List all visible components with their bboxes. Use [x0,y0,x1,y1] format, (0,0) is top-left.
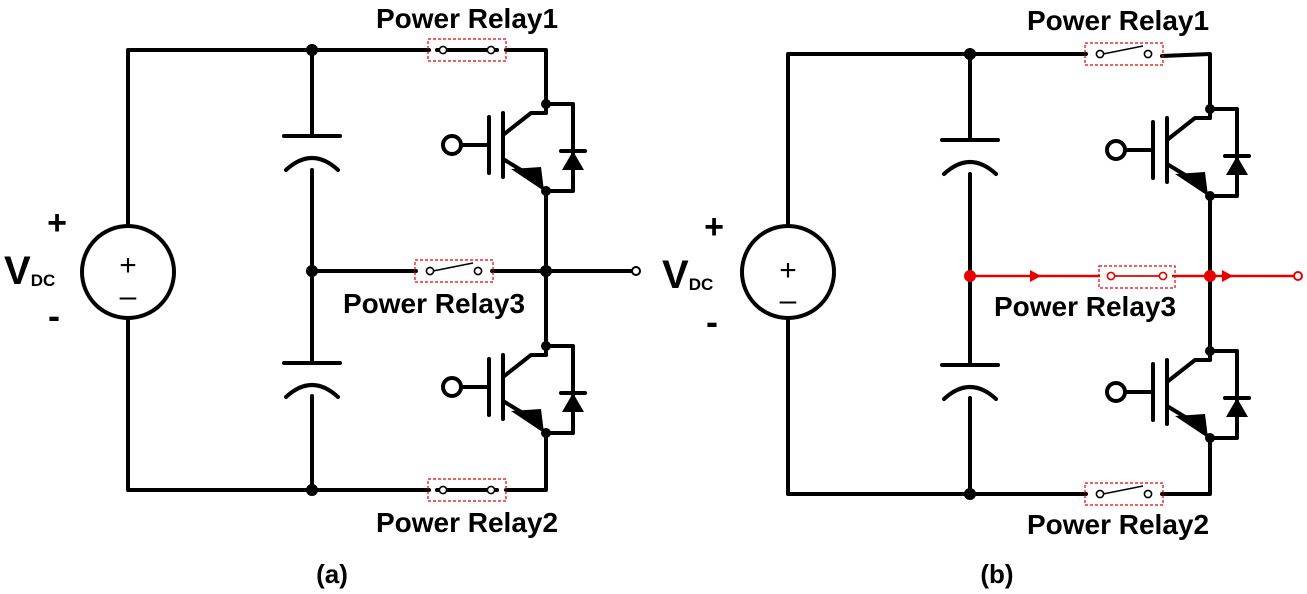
panel-b-source-minus: – [780,284,797,317]
panel-a-source-minus: – [120,280,137,313]
panel-b-relay1-switch [1084,42,1164,66]
panel-b-current-arrow-1 [1030,270,1041,282]
panel-a-terminal-plus: + [47,204,67,242]
panel-b-capacitor-top [940,138,1000,176]
panel-a-relay2-switch [426,477,508,503]
panel-b-source-plus: + [779,254,797,287]
panel-a-wiring [126,44,641,496]
panel-a-igbt-upper [441,97,587,201]
panel-b: + – + - VDC Power Relay1 Power Relay2 Po… [662,5,1303,589]
panel-b-relay3-label: Power Relay3 [994,291,1176,322]
panel-b-terminal-plus: + [704,208,724,246]
panel-b-terminal-minus: - [706,301,718,342]
panel-b-relay3-switch [1098,265,1176,289]
panel-b-wiring [786,48,1212,500]
panel-a-relay1-label: Power Relay1 [376,3,558,34]
panel-b-current-arrow-2 [1222,270,1233,282]
panel-a: + – + - VDC Power Relay1 Power Relay2 Po… [4,3,641,589]
panel-b-relay2-label: Power Relay2 [1027,509,1209,540]
panel-b-vdc-label: VDC [662,253,713,297]
panel-b-relay1-label: Power Relay1 [1027,5,1209,36]
panel-a-terminal-minus: - [48,295,60,336]
panel-b-capacitor-bottom [940,363,1000,401]
panel-b-igbt-lower [1105,344,1251,448]
panel-a-capacitor-bottom [282,361,342,399]
panel-a-relay3-switch [414,259,494,283]
panel-a-vdc-label: VDC [4,249,55,293]
panel-b-caption: (b) [980,559,1013,589]
panel-a-caption: (a) [316,559,348,589]
panel-a-relay1-switch [426,37,508,63]
panel-a-capacitor-top [282,134,342,172]
panel-b-active-path [964,265,1303,289]
panel-a-relay3-label: Power Relay3 [343,288,525,319]
panel-b-relay2-switch [1084,482,1164,506]
panel-b-igbt-upper [1105,102,1251,206]
panel-a-source-plus: + [119,249,137,282]
panel-a-igbt-lower [441,339,587,443]
panel-a-relay2-label: Power Relay2 [376,507,558,538]
